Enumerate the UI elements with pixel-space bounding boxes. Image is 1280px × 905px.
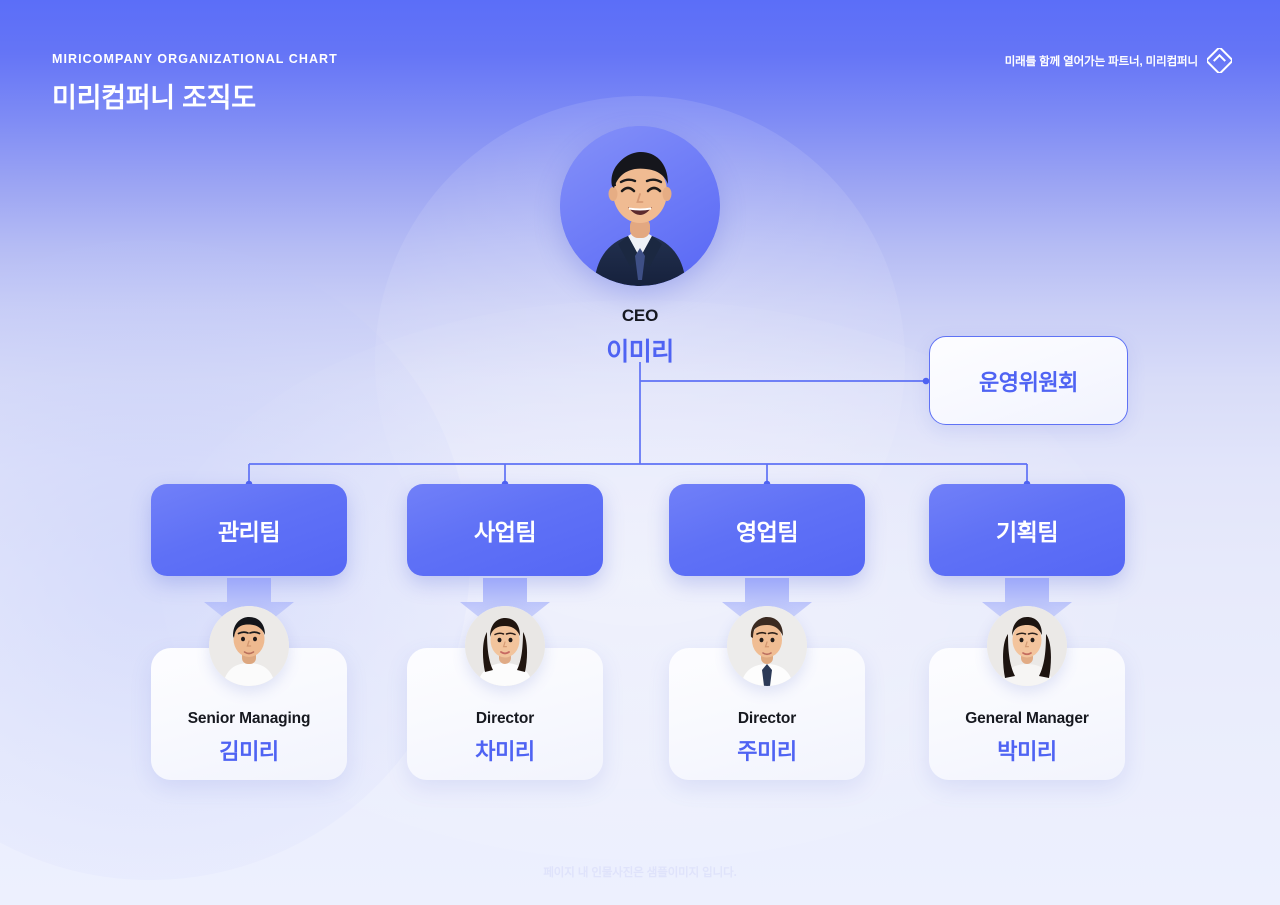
team-column-2: 영업팀 <box>669 484 865 780</box>
team-box-0[interactable]: 관리팀 <box>151 484 347 576</box>
footer-note: 페이지 내 인물사진은 샘플이미지 입니다. <box>543 867 737 879</box>
person-name-1: 차미리 <box>475 739 535 764</box>
ceo-portrait-photo <box>560 126 720 286</box>
brand-tagline: 미래를 함께 열어가는 파트너, 미리컴퍼니 <box>1004 55 1198 68</box>
person-role-3: General Manager <box>965 710 1089 727</box>
brand-tagline-group: 미래를 함께 열어가는 파트너, 미리컴퍼니 <box>1004 47 1233 74</box>
team-column-0: 관리팀 <box>151 484 347 780</box>
person-node-0[interactable]: Senior Managing 김미리 <box>151 606 347 780</box>
ceo-node[interactable]: CEO 이미리 <box>480 126 800 368</box>
diamond-logo-icon <box>1206 47 1233 74</box>
person-text-2: Director 주미리 <box>669 710 865 766</box>
team-label-0: 관리팀 <box>217 519 281 545</box>
page-title: 미리컴퍼니 조직도 <box>52 83 256 113</box>
person-name-0: 김미리 <box>219 739 279 764</box>
committee-label: 운영위원회 <box>978 369 1078 395</box>
team-box-2[interactable]: 영업팀 <box>669 484 865 576</box>
team-column-1: 사업팀 <box>407 484 603 780</box>
person-text-3: General Manager 박미리 <box>929 710 1125 766</box>
person-role-2: Director <box>737 710 797 727</box>
team-column-3: 기획팀 <box>929 484 1125 780</box>
person-portrait-photo-0 <box>209 606 289 686</box>
person-node-1[interactable]: Director 차미리 <box>407 606 603 780</box>
team-box-1[interactable]: 사업팀 <box>407 484 603 576</box>
ceo-name: 이미리 <box>606 338 674 366</box>
person-text-0: Senior Managing 김미리 <box>151 710 347 766</box>
committee-node[interactable]: 운영위원회 <box>929 336 1128 425</box>
person-portrait-photo-1 <box>465 606 545 686</box>
team-label-1: 사업팀 <box>473 519 537 545</box>
person-portrait-photo-2 <box>727 606 807 686</box>
person-name-2: 주미리 <box>737 739 797 764</box>
person-role-1: Director <box>475 710 535 727</box>
header-eyebrow: MIRICOMPANY ORGANIZATIONAL CHART <box>52 52 338 66</box>
team-label-3: 기획팀 <box>995 519 1059 545</box>
team-columns: 관리팀 <box>0 484 1280 864</box>
team-label-2: 영업팀 <box>735 519 799 545</box>
person-portrait-photo-3 <box>987 606 1067 686</box>
ceo-role: CEO <box>621 306 659 325</box>
person-role-0: Senior Managing <box>187 710 311 727</box>
team-box-3[interactable]: 기획팀 <box>929 484 1125 576</box>
person-node-2[interactable]: Director 주미리 <box>669 606 865 780</box>
page-header: MIRICOMPANY ORGANIZATIONAL CHART 미리컴퍼니 조… <box>0 0 1280 120</box>
person-text-1: Director 차미리 <box>407 710 603 766</box>
person-name-3: 박미리 <box>997 739 1057 764</box>
person-node-3[interactable]: General Manager 박미리 <box>929 606 1125 780</box>
